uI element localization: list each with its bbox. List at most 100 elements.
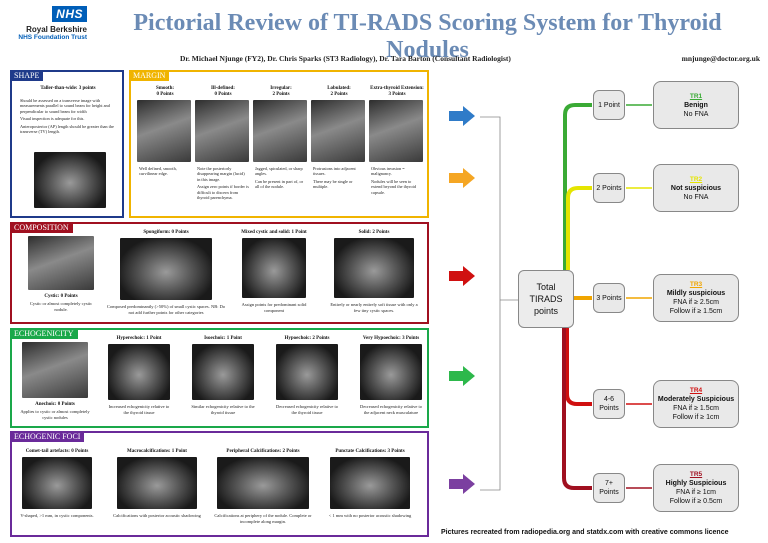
result-category: Mildly suspicious bbox=[666, 290, 726, 297]
points-label: 1 Point bbox=[598, 101, 620, 109]
shape-bullets: Should be assessed on a transverse image… bbox=[20, 98, 122, 136]
composition-ultrasound-image bbox=[28, 236, 94, 290]
points-label: 4-6 bbox=[603, 396, 615, 403]
margin-points: 0 Points bbox=[156, 92, 174, 97]
tr-level: TR3 bbox=[689, 281, 703, 288]
composition-ultrasound-image bbox=[120, 238, 212, 300]
foci-tag: ECHOGENIC FOCI bbox=[10, 431, 85, 442]
points-label: 2 Points bbox=[596, 184, 622, 192]
foci-ultrasound-image bbox=[117, 457, 197, 509]
points-label: 3 Points bbox=[596, 294, 622, 302]
shape-bullet: Should be assessed on a transverse image… bbox=[20, 98, 110, 114]
poster-title: Pictorial Review of TI-RADS Scoring Syst… bbox=[133, 10, 722, 63]
margin-heading: Ill-defined: bbox=[211, 86, 235, 91]
result-category: Moderately Suspicious bbox=[657, 396, 735, 403]
result-action: No FNA bbox=[683, 110, 709, 118]
echogenicity-heading: Hypoechoic: 2 Points bbox=[284, 336, 330, 341]
composition-caption: Assign points for predominant solid comp… bbox=[241, 302, 307, 313]
margin-ultrasound-image bbox=[137, 100, 191, 162]
echogenicity-ultrasound-image bbox=[276, 344, 338, 400]
margin-bullets: Jagged, spiculated, or sharp angles.Can … bbox=[255, 166, 307, 192]
foci-heading: Peripheral Calcifications: 2 Points bbox=[226, 449, 300, 454]
shape-panel: SHAPE Taller-than-wide: 3 points Should … bbox=[10, 70, 124, 218]
margin-points: 0 Points bbox=[214, 92, 232, 97]
foci-caption: < 1 mm with no posterior acoustic shadow… bbox=[328, 513, 412, 518]
tr-level: TR1 bbox=[689, 92, 703, 100]
margin-heading: Lobulated: bbox=[327, 86, 351, 91]
category-arrow bbox=[449, 474, 475, 494]
points-box: 1 Point bbox=[593, 90, 625, 120]
margin-ultrasound-image bbox=[253, 100, 307, 162]
margin-bullet: Jagged, spiculated, or sharp angles. bbox=[255, 166, 303, 177]
contact-email: mnjunge@doctor.org.uk bbox=[681, 54, 760, 63]
echogenicity-heading: Isoechoic: 1 Point bbox=[204, 336, 242, 341]
echogenicity-ultrasound-image bbox=[22, 342, 88, 398]
echogenicity-caption: Decreased echogenicity relative to the t… bbox=[275, 404, 339, 415]
flow-line bbox=[562, 328, 592, 490]
foci-heading: Punctate Calcifications: 3 Points bbox=[335, 449, 405, 454]
flow-line bbox=[565, 328, 592, 406]
total-tirads-box: Total TIRADS points bbox=[518, 270, 574, 328]
result-action: FNA if ≥ 1.5cm bbox=[673, 405, 719, 412]
echogenicity-heading: Hyperechoic: 1 Point bbox=[116, 336, 162, 341]
points-box: 3 Points bbox=[593, 283, 625, 313]
category-arrow bbox=[449, 266, 475, 286]
echogenicity-ultrasound-image bbox=[108, 344, 170, 400]
echogenicity-heading: Anechoic: 0 Points bbox=[35, 402, 75, 407]
nhs-badge: NHS bbox=[52, 6, 87, 22]
result-action: No FNA bbox=[683, 193, 709, 201]
org-name: Royal Berkshire bbox=[26, 25, 87, 34]
points-label: Points bbox=[599, 489, 619, 496]
margin-bullets: Protrusions into adjacent tissues.There … bbox=[313, 166, 365, 192]
composition-caption: Entirely or nearly entirely soft tissue … bbox=[330, 302, 418, 313]
margin-heading: Extra-thyroid Extension: bbox=[370, 86, 424, 91]
result-followup: Follow if ≥ 1cm bbox=[672, 414, 720, 421]
margin-points: 3 Points bbox=[388, 92, 406, 97]
shape-heading: Taller-than-wide: 3 points bbox=[40, 86, 96, 91]
echogenicity-caption: Similar echogenicity relative to the thy… bbox=[191, 404, 255, 415]
margin-heading: Irregular: bbox=[270, 86, 292, 91]
composition-caption: Composed predominantly (>50%) of small c… bbox=[106, 304, 226, 315]
result-action: FNA if ≥ 2.5cm bbox=[673, 299, 719, 306]
points-box: 2 Points bbox=[593, 173, 625, 203]
result-category: Highly Suspicious bbox=[665, 480, 727, 487]
category-arrow bbox=[449, 366, 475, 386]
points-label: 7+ bbox=[605, 480, 613, 487]
flow-line bbox=[566, 186, 592, 270]
foci-panel: ECHOGENIC FOCI Comet-tail artefacts: 0 P… bbox=[10, 431, 429, 537]
nhs-logo: NHS Royal Berkshire NHS Foundation Trust bbox=[5, 5, 87, 42]
margin-heading: Smooth: bbox=[155, 86, 175, 91]
shape-bullet: Visual inspection is adequate for this. bbox=[20, 116, 85, 122]
composition-ultrasound-image bbox=[242, 238, 306, 298]
margin-tag: MARGIN bbox=[129, 70, 170, 81]
echogenicity-ultrasound-image bbox=[192, 344, 254, 400]
total-line: TIRADS bbox=[529, 294, 563, 304]
echogenicity-caption: Increased echogenicity relative to the t… bbox=[108, 404, 170, 415]
margin-bullet: Nodules will be seen to extend beyond th… bbox=[371, 178, 416, 195]
margin-bullet: Can be present in part of, or all of the… bbox=[255, 178, 304, 190]
foci-caption: Calcifications at periphery of the nodul… bbox=[214, 513, 312, 524]
margin-bullets: Obvious invasion = malignancy.Nodules wi… bbox=[371, 166, 423, 197]
echogenicity-heading: Very Hypoechoic: 3 Points bbox=[362, 336, 420, 341]
tr-level: TR5 bbox=[689, 471, 703, 478]
foci-heading: Macrocalcifications: 1 Point bbox=[127, 449, 187, 454]
foci-ultrasound-image bbox=[330, 457, 410, 509]
result-action: FNA if ≥ 1cm bbox=[675, 489, 716, 496]
margin-points: 2 Points bbox=[272, 92, 290, 97]
composition-caption: Cystic or almost completely cystic nodul… bbox=[29, 301, 93, 312]
composition-heading: Spongiform: 0 Points bbox=[143, 230, 189, 235]
total-line: Total bbox=[536, 282, 556, 292]
footer-credit: Pictures recreated from radiopedia.org a… bbox=[441, 529, 729, 536]
margin-bullet: Well defined, smooth, curvilinear edge. bbox=[139, 166, 177, 177]
echogenicity-tag: ECHOGENICITY bbox=[10, 328, 78, 339]
margin-bullets: Note the posteriorly disappearing margin… bbox=[197, 166, 249, 202]
margin-ultrasound-image bbox=[369, 100, 423, 162]
